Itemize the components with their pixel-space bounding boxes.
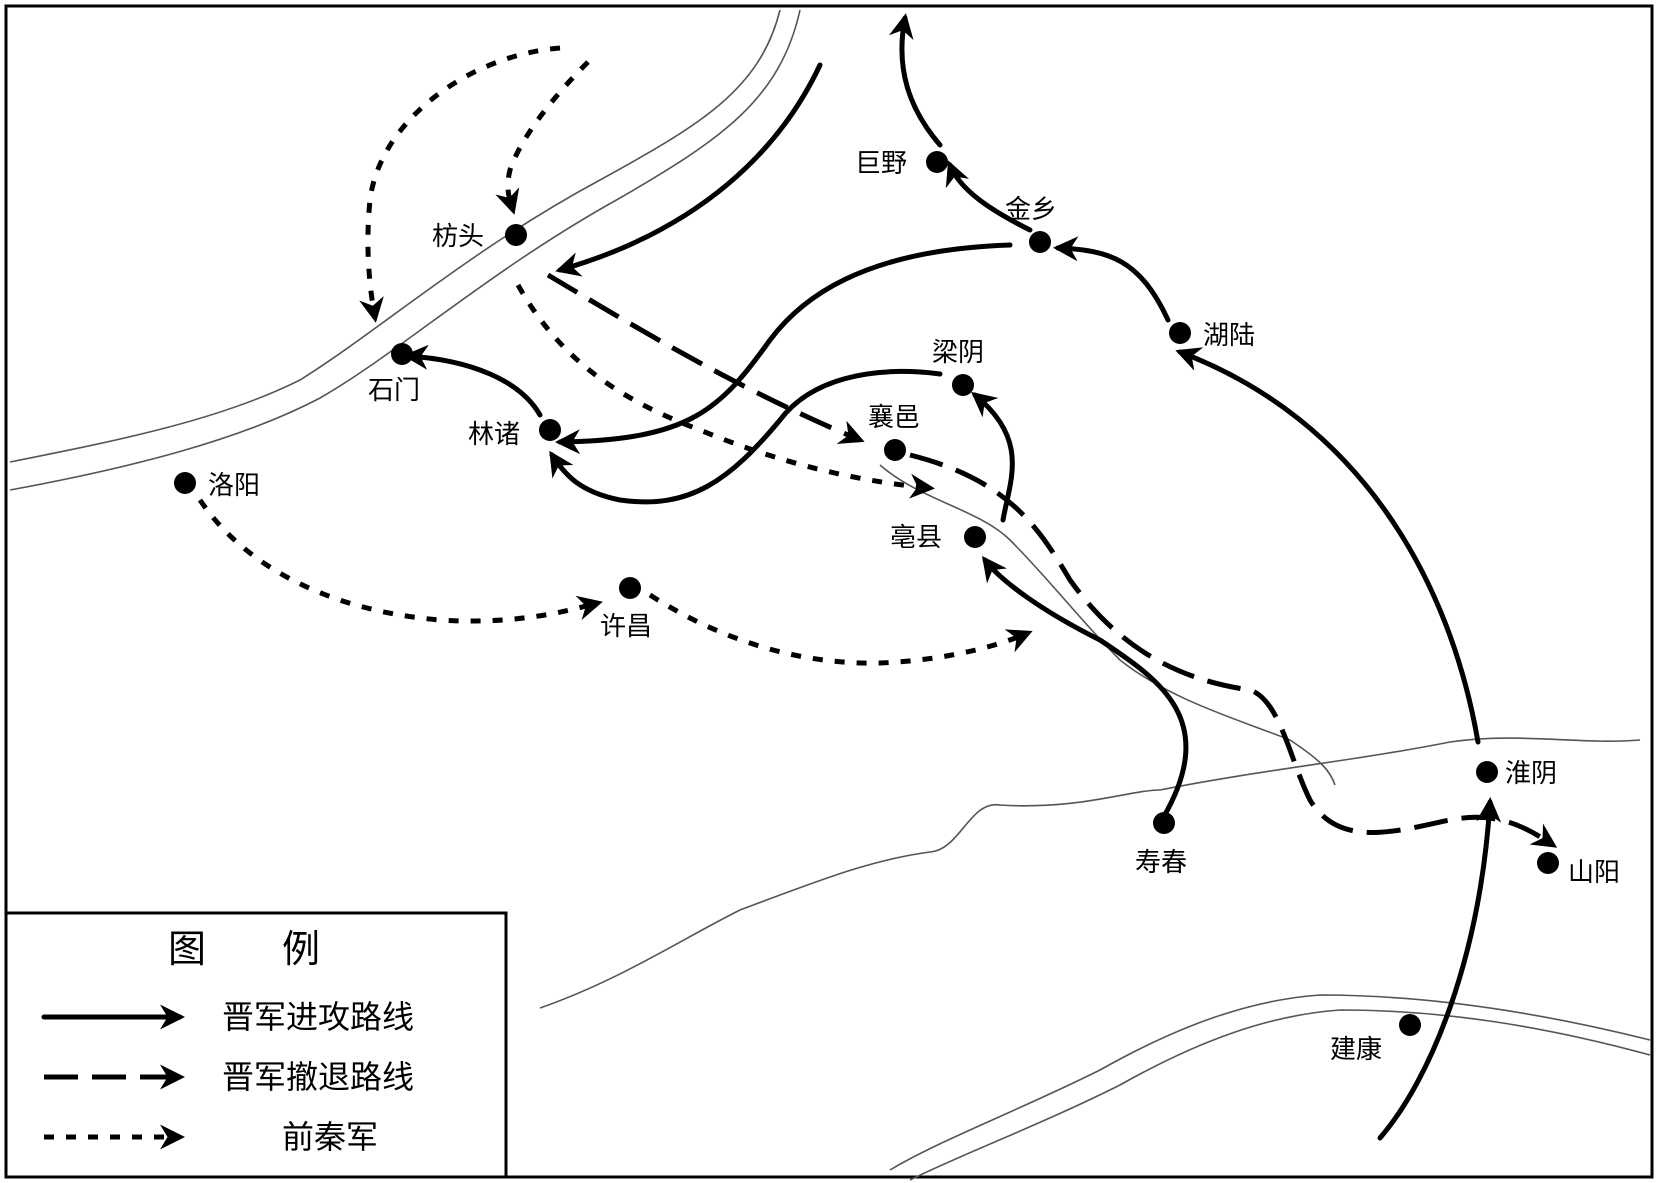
- city-label: 寿春: [1135, 848, 1187, 878]
- city-dot: [1399, 1014, 1421, 1036]
- jin-retreat-routes: [546, 272, 1558, 848]
- yellow-river-south-bank: [9, 9, 801, 491]
- city-label: 淮阴: [1505, 759, 1557, 789]
- retreat-route-xiangyi-shanyang: [909, 452, 1558, 848]
- city-dot: [174, 472, 196, 494]
- city-dot: [926, 151, 948, 173]
- city-label: 金乡: [1005, 195, 1057, 225]
- attack-route-linzhu-shimen: [403, 344, 543, 418]
- city-label: 襄邑: [868, 403, 920, 433]
- legend-qin-label: 前秦军: [282, 1118, 378, 1156]
- yellow-river-north-bank: [9, 9, 781, 463]
- city-huluo: 湖陆: [1169, 321, 1255, 351]
- city-fangtou: 枋头: [432, 222, 527, 252]
- qin-route-fangtou-south: [515, 283, 935, 499]
- yangtze-river-south-bank: [909, 1009, 1651, 1181]
- retreat-route-fangtou-xiangyi: [546, 272, 865, 444]
- attack-route-jiankang-huaiyin: [1377, 797, 1502, 1141]
- rivers: [9, 9, 1651, 1181]
- city-label: 巨野: [855, 149, 907, 179]
- qin-route-luoyang-xuchang: [197, 498, 603, 624]
- city-dot: [884, 439, 906, 461]
- city-label: 山阳: [1568, 858, 1620, 888]
- city-label: 许昌: [600, 612, 652, 642]
- sui-river: [879, 464, 1336, 786]
- city-xiangyi: 襄邑: [868, 403, 920, 461]
- attack-route-jinxiang-juye: [945, 160, 1033, 233]
- legend-attack-label: 晋军进攻路线: [222, 998, 414, 1036]
- legend-retreat-label: 晋军撤退路线: [222, 1058, 414, 1096]
- attack-route-juye-north: [888, 13, 943, 148]
- huai-river-north: [1159, 737, 1641, 791]
- city-dot: [1029, 231, 1051, 253]
- city-xuchang: 许昌: [600, 577, 652, 642]
- qin-army-routes: [197, 45, 1033, 666]
- attack-route-jinxiang-linzhu: [555, 242, 1013, 455]
- qin-route-north-2: [495, 60, 590, 215]
- city-huaiyin: 淮阴: [1476, 759, 1557, 789]
- city-boxian: 亳县: [890, 523, 986, 553]
- city-liangyin: 梁阴: [932, 338, 984, 396]
- city-juye: 巨野: [855, 149, 948, 179]
- legend: 图 例 晋军进攻路线 晋军撤退路线 前秦军: [4, 911, 508, 1179]
- city-label: 枋头: [432, 222, 484, 252]
- jin-attack-routes: [403, 13, 1502, 1141]
- city-dot: [539, 419, 561, 441]
- attack-route-north-fangtou: [555, 62, 823, 277]
- attack-route-liangyin-linzhu: [549, 369, 943, 505]
- city-dot: [1153, 812, 1175, 834]
- city-luoyang: 洛阳: [174, 471, 260, 501]
- attack-route-shouchun-boxian: [981, 556, 1189, 821]
- city-dot: [391, 343, 413, 365]
- legend-title: 图 例: [168, 927, 320, 971]
- attack-route-huaiyin-huluo: [1175, 347, 1481, 745]
- attack-route-boxian-liangyin: [971, 391, 1015, 523]
- city-jinxiang: 金乡: [1005, 195, 1057, 253]
- city-shanyang: 山阳: [1537, 852, 1620, 888]
- city-label: 梁阴: [932, 338, 984, 368]
- city-linzhu: 林诸: [468, 419, 561, 450]
- city-label: 亳县: [890, 523, 942, 553]
- city-label: 林诸: [468, 420, 520, 450]
- city-label: 石门: [368, 376, 420, 406]
- city-dot: [964, 526, 986, 548]
- city-label: 洛阳: [208, 471, 260, 501]
- city-shimen: 石门: [368, 343, 420, 406]
- yangtze-river-north-bank: [889, 994, 1651, 1171]
- city-dot: [1169, 322, 1191, 344]
- legend-box: [4, 911, 508, 1179]
- city-label: 建康: [1330, 1035, 1382, 1065]
- city-dot: [952, 374, 974, 396]
- city-dot: [619, 577, 641, 599]
- qin-route-xuchang-east: [648, 592, 1033, 666]
- city-dot: [1476, 761, 1498, 783]
- city-jiankang: 建康: [1330, 1014, 1421, 1065]
- city-dot: [1537, 852, 1559, 874]
- huai-river-south: [539, 789, 1161, 1009]
- qin-route-north-1: [359, 45, 561, 323]
- city-label: 湖陆: [1203, 321, 1255, 351]
- attack-route-huluo-jinxiang: [1053, 236, 1171, 323]
- city-dot: [505, 224, 527, 246]
- city-shouchun: 寿春: [1135, 812, 1187, 878]
- map-frame: [4, 4, 1654, 1179]
